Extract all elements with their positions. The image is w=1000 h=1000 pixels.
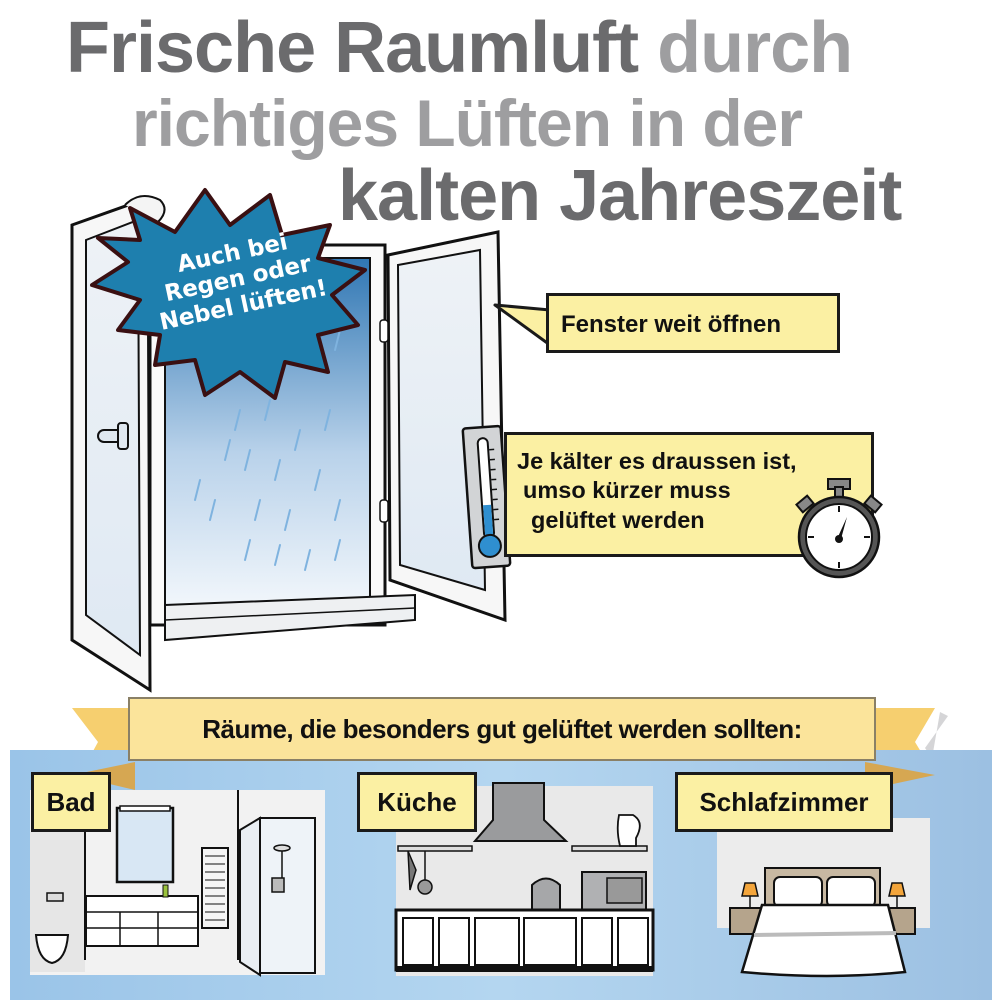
callout-open-window: Fenster weit öffnen bbox=[546, 293, 840, 353]
callout-cold-weather: Je kälter es draussen ist, umso kürzer m… bbox=[504, 432, 874, 557]
room-label-schlafzimmer: Schlafzimmer bbox=[675, 772, 893, 832]
rooms-ribbon-label: Räume, die besonders gut gelüftet werden… bbox=[128, 697, 876, 761]
callout-line: umso kürzer muss bbox=[523, 477, 731, 504]
title-line-3: kalten Jahreszeit bbox=[338, 156, 902, 236]
title-bold: Frische Raumluft bbox=[66, 8, 639, 88]
callout-line: Je kälter es draussen ist, bbox=[517, 448, 797, 474]
stopwatch-icon bbox=[795, 478, 883, 579]
room-label-kueche: Küche bbox=[357, 772, 477, 832]
title-light: durch bbox=[657, 8, 853, 88]
bedroom-scene-icon bbox=[717, 818, 930, 978]
speech-burst bbox=[90, 188, 367, 400]
kitchen-scene-icon bbox=[394, 782, 655, 976]
callout-line: gelüftet werden bbox=[531, 506, 705, 533]
bathroom-scene-icon bbox=[30, 790, 325, 977]
title-line-2: richtiges Lüften in der bbox=[132, 86, 803, 160]
room-label-bad: Bad bbox=[31, 772, 111, 832]
page-title: Frische Raumluft durch bbox=[66, 12, 853, 84]
